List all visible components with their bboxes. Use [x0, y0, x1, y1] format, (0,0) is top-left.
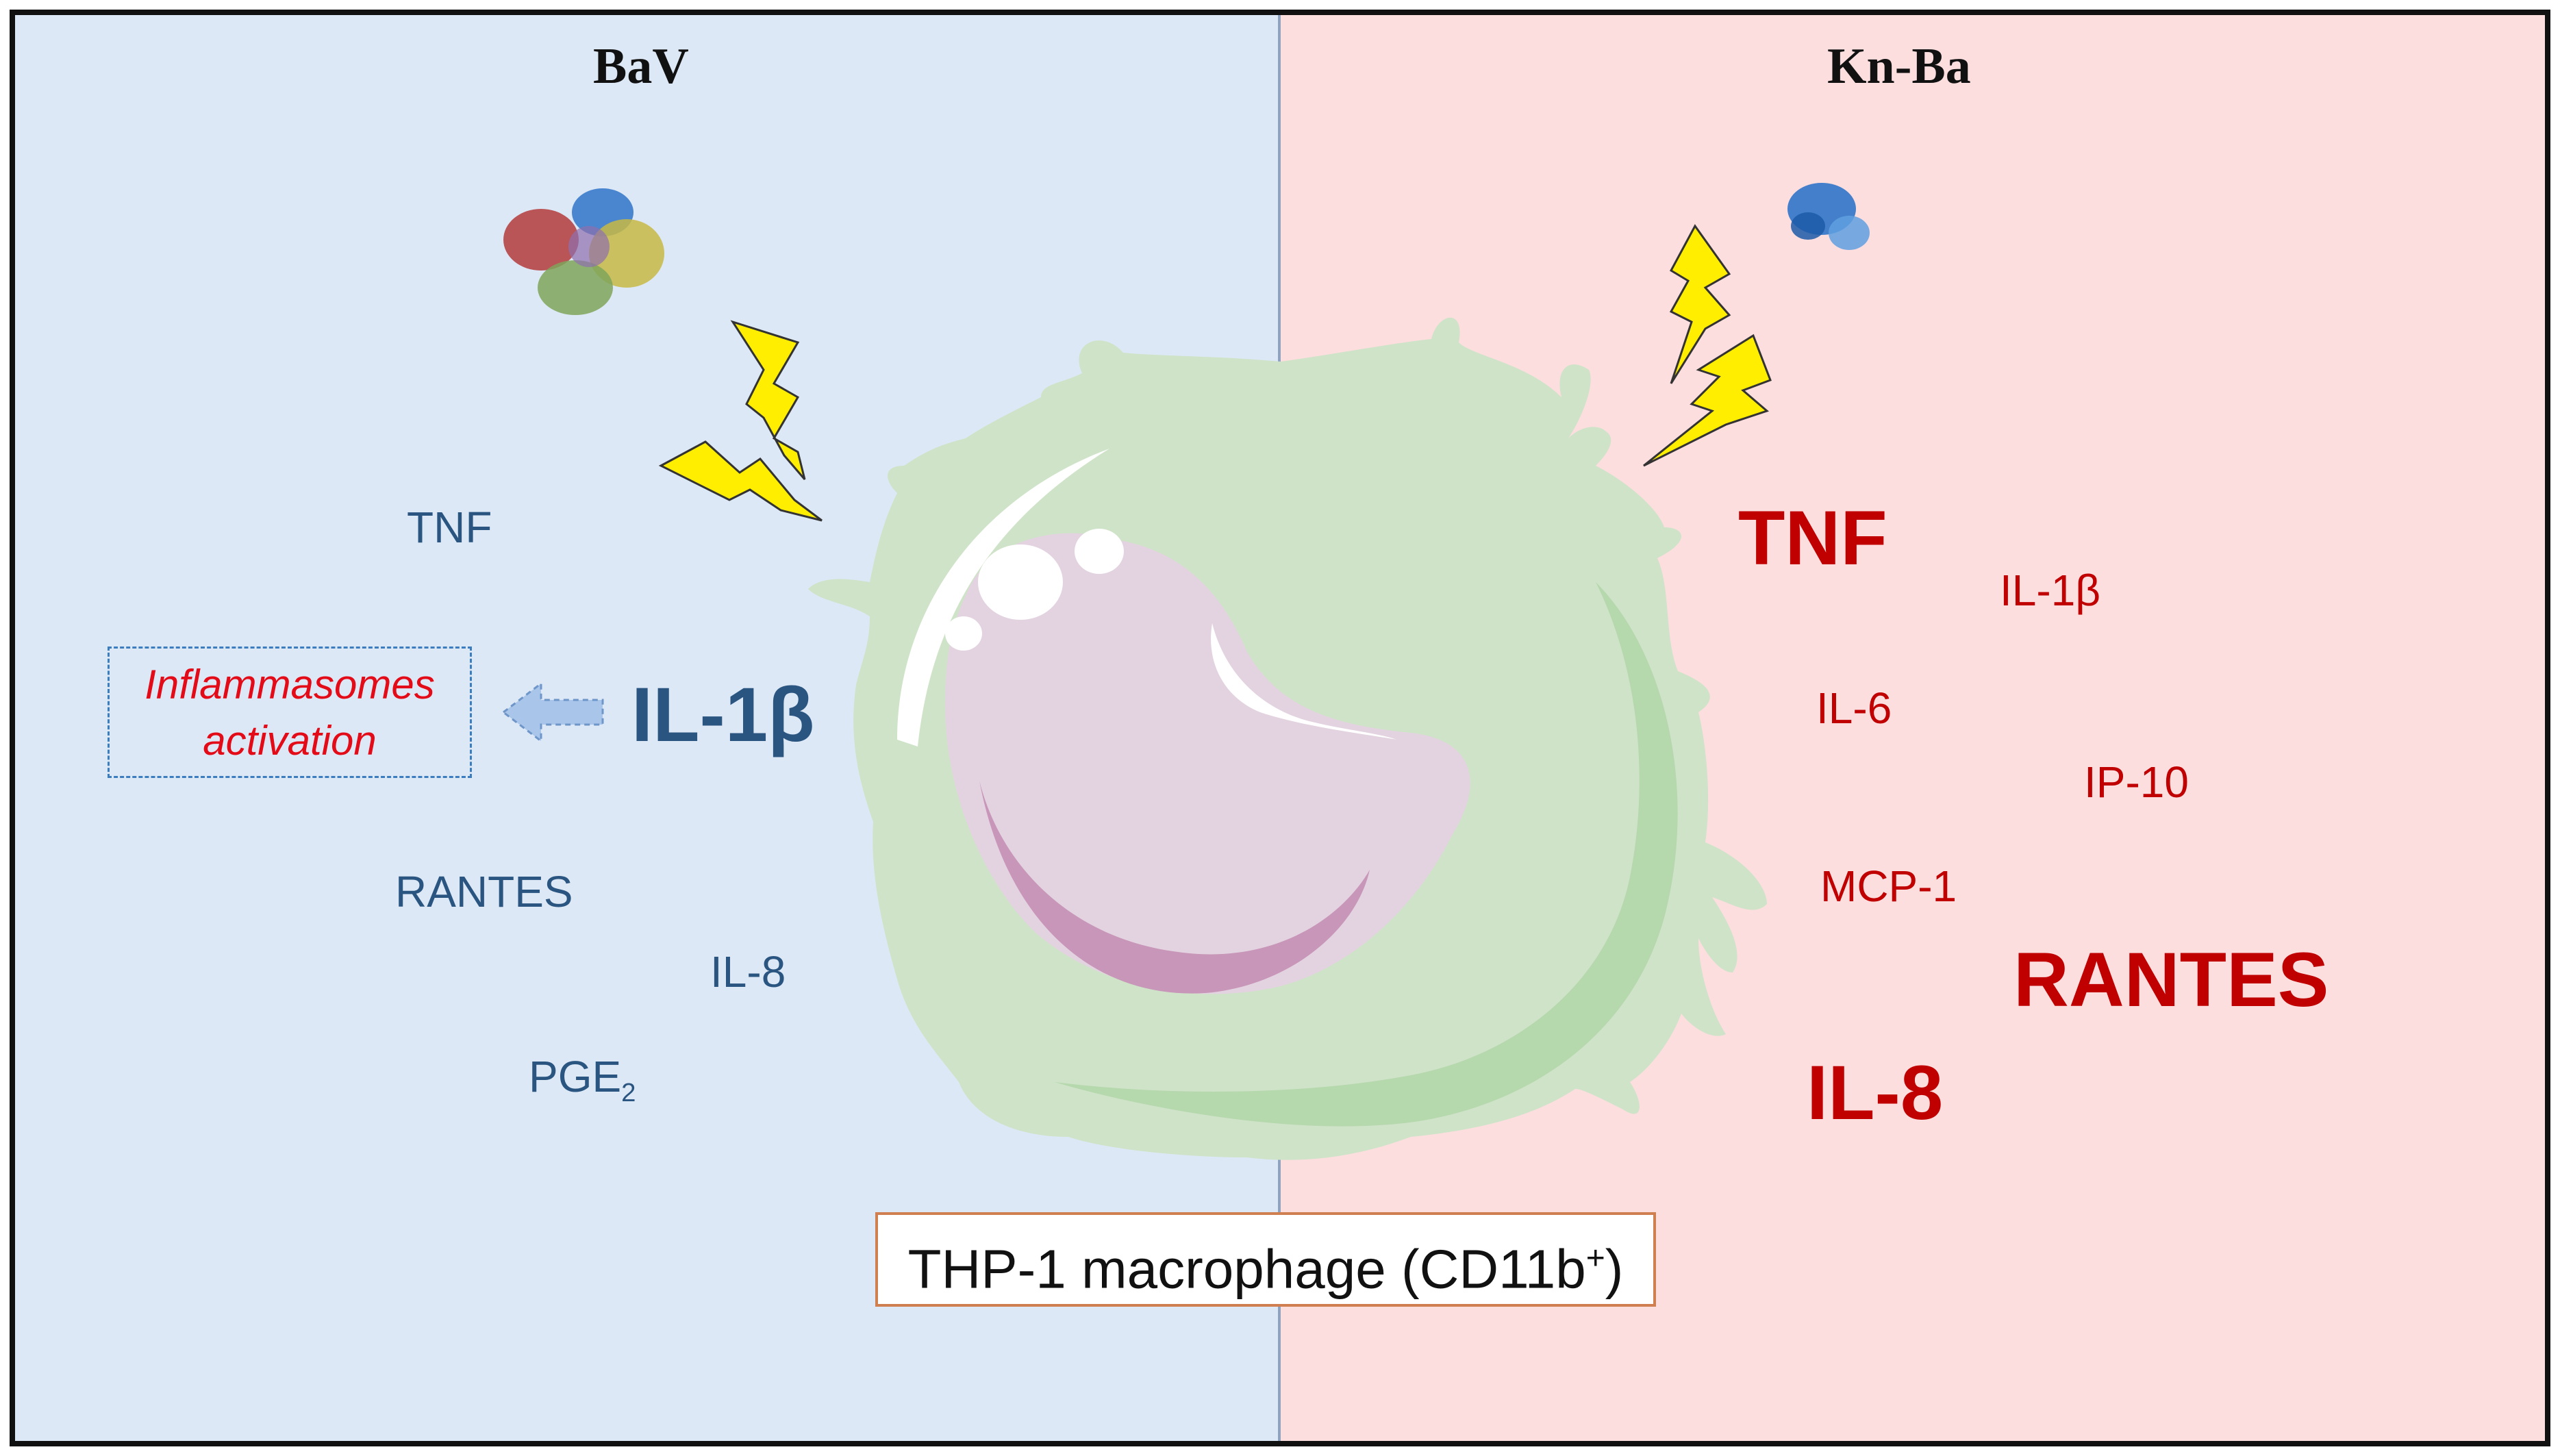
- label-pge2: PGE2: [529, 1052, 636, 1107]
- inflammasome-line2: activation: [203, 718, 377, 764]
- label-il8-right: IL-8: [1807, 1050, 1944, 1135]
- label-rantes: RANTES: [395, 867, 573, 916]
- heading-bav: BaV: [593, 38, 689, 95]
- lightning-icon: [730, 320, 806, 480]
- nucleus: [945, 533, 1470, 994]
- label-rantes-right: RANTES: [2013, 937, 2329, 1022]
- label-tnf: TNF: [407, 503, 492, 552]
- lightning-icon: [658, 440, 823, 522]
- lightning-icon: [1669, 224, 1731, 384]
- inflammasome-activation-box: Inflammasomes activation: [108, 647, 472, 778]
- label-ip10: IP-10: [2084, 757, 2189, 807]
- nucleus-shade: [979, 781, 1370, 994]
- label-il8: IL-8: [710, 947, 786, 996]
- caption-thp1-macrophage: THP-1 macrophage (CD11b+): [875, 1212, 1656, 1307]
- vesicle: [945, 616, 982, 651]
- label-il1b-right: IL-1β: [2000, 566, 2101, 615]
- vesicle: [1075, 529, 1124, 574]
- label-il1b: IL-1β: [631, 672, 815, 757]
- heading-knba: Kn-Ba: [1827, 38, 1971, 95]
- inflammasome-line1: Inflammasomes: [145, 662, 435, 707]
- left-arrow-icon: [501, 681, 604, 744]
- label-mcp1: MCP-1: [1820, 862, 1957, 911]
- label-il6: IL-6: [1816, 683, 1892, 733]
- bav-protein-icon: [503, 188, 664, 315]
- lightning-icon: [1643, 334, 1772, 467]
- cell-highlight-arc: [897, 449, 1109, 746]
- vesicle: [978, 544, 1063, 620]
- figure-border: [10, 10, 2550, 1446]
- nucleus-highlight: [1211, 623, 1397, 740]
- knba-protein-icon: [1787, 183, 1870, 250]
- label-tnf-right: TNF: [1738, 495, 1887, 581]
